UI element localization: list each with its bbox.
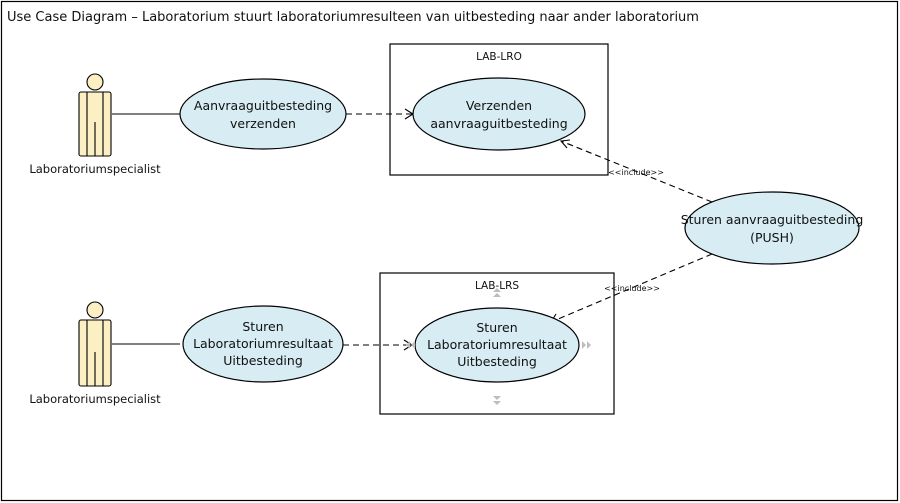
use-case-line: Sturen aanvraaguitbesteding: [681, 212, 864, 227]
use-case-sturen-laboratoriumresultaat-right[interactable]: Sturen Laboratoriumresultaat Uitbestedin…: [414, 307, 580, 383]
system-boundary-label: LAB-LRO: [476, 51, 522, 63]
resize-handle-top-icon[interactable]: [493, 288, 501, 297]
use-case-line: Laboratoriumresultaat: [427, 337, 567, 352]
use-case-line: Sturen: [476, 320, 517, 335]
actor-label: Laboratoriumspecialist: [29, 162, 161, 176]
actor-label: Laboratoriumspecialist: [29, 392, 161, 406]
include-line-bottom: [550, 253, 713, 323]
actor-laboratoriumspecialist-top[interactable]: Laboratoriumspecialist: [29, 73, 161, 176]
use-case-line: aanvraaguitbesteding: [430, 116, 567, 131]
use-case-line: Sturen: [242, 319, 283, 334]
selection-handles[interactable]: [406, 288, 591, 405]
resize-handle-left-icon[interactable]: [406, 341, 415, 349]
use-case-line: (PUSH): [750, 230, 794, 245]
actor-laboratoriumspecialist-bottom[interactable]: Laboratoriumspecialist: [29, 301, 161, 406]
actor-icon: [78, 301, 112, 387]
use-case-line: Uitbesteding: [457, 354, 537, 369]
resize-handle-right-icon[interactable]: [582, 341, 591, 349]
use-case-line: Verzenden: [466, 98, 532, 113]
use-case-sturen-laboratoriumresultaat-left[interactable]: Sturen Laboratoriumresultaat Uitbestedin…: [182, 305, 344, 383]
actor-icon: [78, 73, 112, 157]
include-stereotype-bottom: <<include>>: [604, 284, 660, 293]
use-case-verzenden-aanvraaguitbesteding[interactable]: Verzenden aanvraaguitbesteding: [412, 77, 586, 151]
use-case-line: Laboratoriumresultaat: [193, 336, 333, 351]
diagram-title: Use Case Diagram – Laboratorium stuurt l…: [7, 10, 699, 25]
include-line-top: [560, 140, 713, 203]
system-boundary-label: LAB-LRS: [475, 280, 519, 292]
use-case-line: Uitbesteding: [223, 353, 303, 368]
use-case-sturen-aanvraaguitbesteding-push[interactable]: Sturen aanvraaguitbesteding (PUSH): [681, 191, 864, 265]
arrowhead-icon: [559, 139, 571, 149]
include-stereotype-top: <<include>>: [608, 168, 664, 177]
use-case-aanvraaguitbesteding-verzenden[interactable]: Aanvraaguitbesteding verzenden: [179, 78, 347, 150]
use-case-line: verzenden: [230, 116, 296, 131]
use-case-line: Aanvraaguitbesteding: [194, 98, 332, 113]
resize-handle-bottom-icon[interactable]: [493, 396, 501, 405]
